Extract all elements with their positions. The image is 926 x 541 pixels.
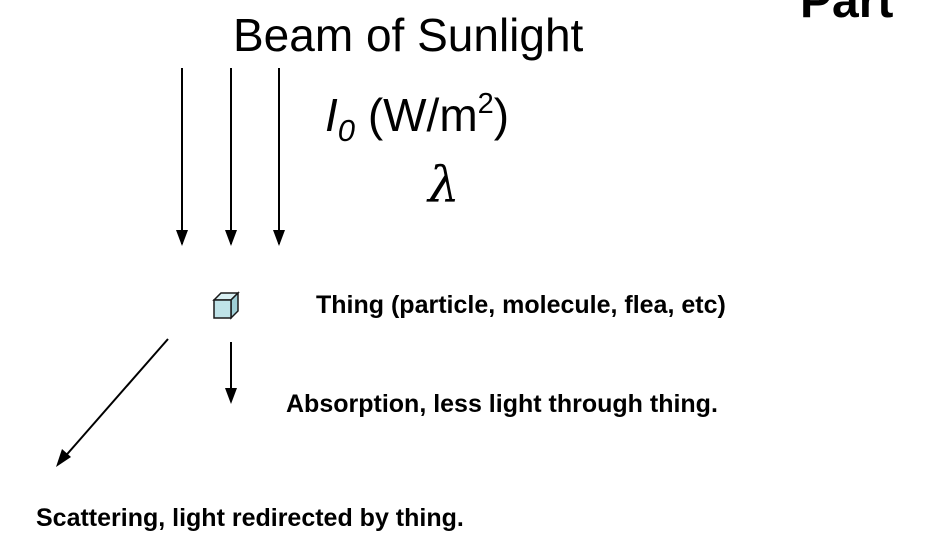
absorption-arrow bbox=[225, 342, 237, 404]
scattering-label: Scattering, light redirected by thing. bbox=[36, 504, 464, 532]
intensity-unit-prefix: (W/m bbox=[367, 89, 478, 141]
intensity-symbol: I bbox=[325, 89, 338, 141]
sunlight-arrowhead-right bbox=[273, 230, 285, 246]
slide-title-fragment: Part bbox=[800, 0, 894, 28]
sunlight-arrowhead-middle bbox=[225, 230, 237, 246]
beam-title: Beam of Sunlight bbox=[233, 9, 584, 61]
thing-label: Thing (particle, molecule, flea, etc) bbox=[316, 291, 726, 319]
sunlight-beam bbox=[176, 68, 285, 246]
sunlight-arrowhead-left bbox=[176, 230, 188, 246]
intensity-label: I0 (W/m2) bbox=[325, 88, 510, 148]
intensity-unit-exponent: 2 bbox=[477, 88, 494, 120]
cube-icon bbox=[212, 291, 240, 320]
wavelength-symbol: λ bbox=[428, 156, 460, 214]
intensity-subscript: 0 bbox=[337, 113, 356, 148]
absorption-label: Absorption, less light through thing. bbox=[286, 390, 718, 418]
intensity-unit-suffix: ) bbox=[493, 89, 510, 141]
scattering-arrow bbox=[56, 338, 169, 467]
